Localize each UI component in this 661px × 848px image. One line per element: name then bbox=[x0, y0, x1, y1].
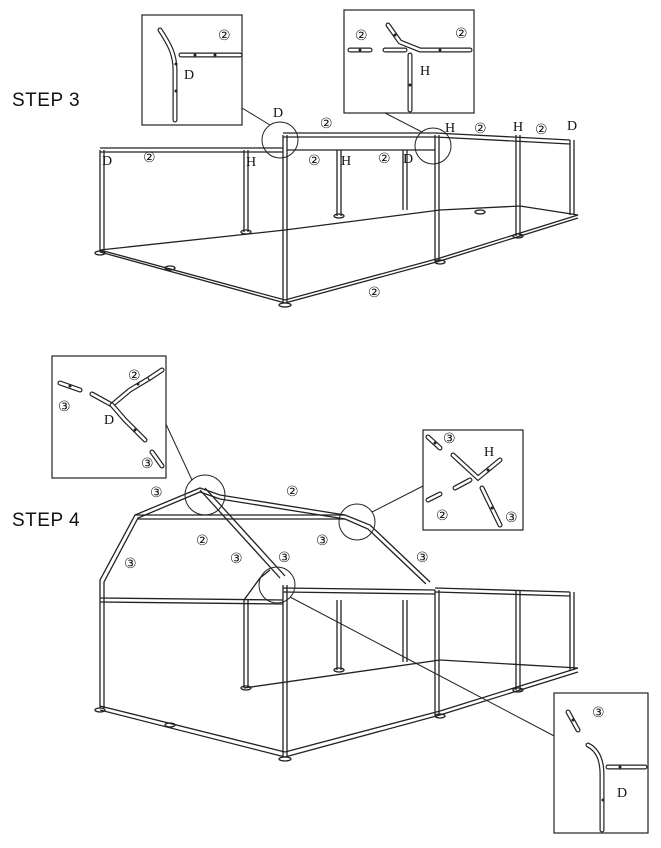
label-d: D bbox=[273, 106, 283, 121]
step-3-frame bbox=[94, 107, 579, 308]
label-pipe-3: ③ bbox=[230, 551, 243, 567]
label-d: D bbox=[617, 786, 627, 801]
label-h: H bbox=[246, 155, 256, 170]
label-pipe-3: ③ bbox=[443, 431, 456, 447]
label-pipe-3: ③ bbox=[592, 705, 605, 721]
step-4-inset-tee: ③ H ② ③ bbox=[422, 429, 524, 531]
label-pipe-2: ② bbox=[535, 122, 548, 138]
label-pipe-3: ③ bbox=[58, 399, 71, 415]
label-pipe-3: ③ bbox=[141, 456, 154, 472]
step-4-inset-corner: ③ D bbox=[553, 692, 649, 834]
label-pipe-3: ③ bbox=[278, 550, 291, 566]
step-4-inset-peak: ③ ② D ③ bbox=[51, 355, 167, 479]
label-pipe-2: ② bbox=[355, 28, 368, 44]
label-pipe-2: ② bbox=[320, 116, 333, 132]
label-pipe-3: ③ bbox=[124, 556, 137, 572]
step-3-title: STEP 3 bbox=[12, 90, 81, 111]
label-pipe-2: ② bbox=[286, 484, 299, 500]
label-pipe-3: ③ bbox=[416, 550, 429, 566]
label-pipe-2: ② bbox=[143, 150, 156, 166]
label-pipe-2: ② bbox=[455, 26, 468, 42]
label-d: D bbox=[184, 68, 194, 83]
step-3-inset-corner: ② D bbox=[141, 14, 243, 126]
label-pipe-3: ③ bbox=[505, 510, 518, 526]
label-h: H bbox=[484, 445, 494, 460]
label-pipe-2: ② bbox=[368, 285, 381, 301]
label-d: D bbox=[403, 152, 413, 167]
label-pipe-2: ② bbox=[474, 121, 487, 137]
label-d: D bbox=[102, 154, 112, 169]
label-pipe-3: ③ bbox=[150, 485, 163, 501]
label-h: H bbox=[445, 121, 455, 136]
step-4-frame bbox=[94, 421, 579, 762]
step-3-inset-tee: ② ② H bbox=[343, 9, 475, 114]
label-pipe-2: ② bbox=[218, 28, 231, 44]
label-pipe-2: ② bbox=[308, 153, 321, 169]
label-pipe-2: ② bbox=[378, 151, 391, 167]
label-pipe-2: ② bbox=[128, 368, 141, 384]
step-4-title: STEP 4 bbox=[12, 510, 81, 531]
label-h: H bbox=[341, 154, 351, 169]
label-pipe-2: ② bbox=[196, 533, 209, 549]
label-pipe-3: ③ bbox=[316, 533, 329, 549]
label-h: H bbox=[420, 64, 430, 79]
label-d: D bbox=[104, 413, 114, 428]
label-d: D bbox=[567, 119, 577, 134]
label-pipe-2: ② bbox=[436, 508, 449, 524]
label-h: H bbox=[513, 120, 523, 135]
